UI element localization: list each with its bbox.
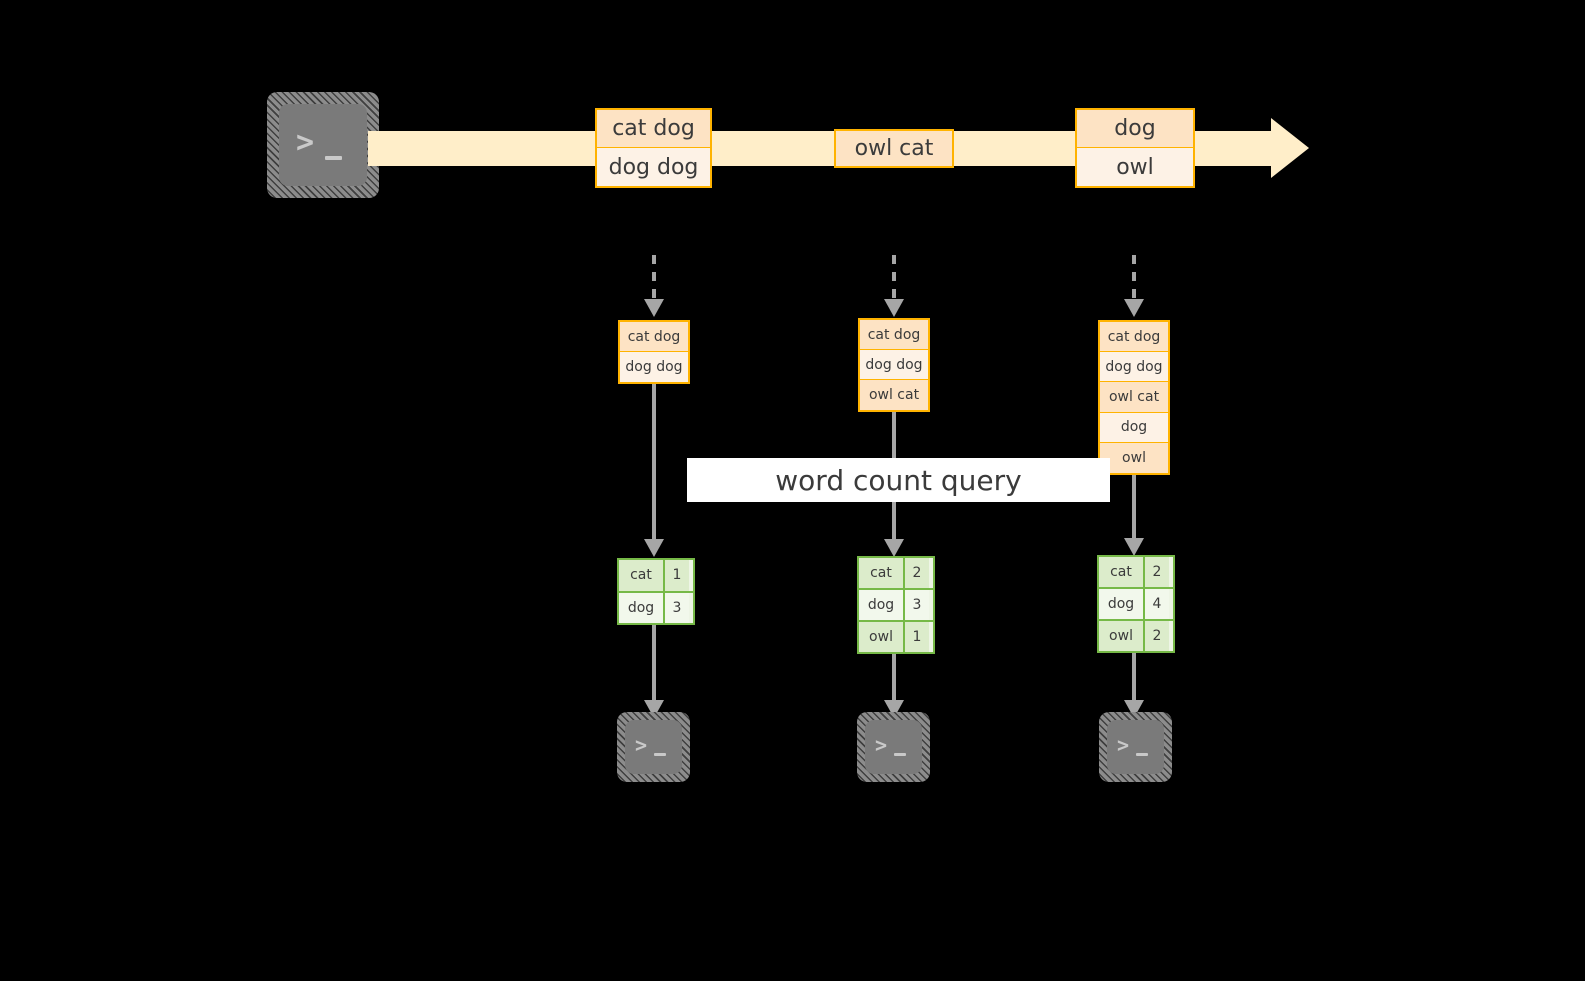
sink-terminal-icon: > [617, 712, 690, 782]
word-count-result-table[interactable]: cat 1 dog 3 [617, 558, 695, 625]
snapshot-input-line: cat dog [620, 322, 688, 352]
result-row: cat 2 [859, 558, 933, 590]
result-word-cell: cat [1099, 557, 1145, 587]
stream-event-box[interactable]: dog owl [1075, 108, 1195, 188]
terminal-face [865, 720, 922, 774]
stream-to-snapshot-arrow [884, 255, 904, 320]
terminal-face [1107, 720, 1164, 774]
result-count-cell: 2 [1145, 621, 1169, 651]
terminal-prompt-chevron: > [1117, 733, 1130, 757]
stream-event-box[interactable]: owl cat [834, 129, 954, 168]
stream-event-line: owl cat [836, 131, 952, 166]
snapshot-input-box[interactable]: cat dog dog dog owl cat dog owl [1098, 320, 1170, 475]
result-count-cell: 2 [905, 558, 929, 588]
terminal-face [625, 720, 682, 774]
result-word-cell: cat [859, 558, 905, 588]
result-count-cell: 2 [1145, 557, 1169, 587]
result-word-cell: cat [619, 560, 665, 591]
result-row: owl 2 [1099, 621, 1173, 651]
snapshot-input-line: dog dog [1100, 352, 1168, 383]
result-row: dog 4 [1099, 589, 1173, 621]
stream-event-line: owl [1077, 148, 1193, 186]
snapshot-input-box[interactable]: cat dog dog dog [618, 320, 690, 384]
result-row: dog 3 [619, 592, 693, 623]
snapshot-input-line: dog dog [860, 350, 928, 380]
snapshot-to-result-arrow [1124, 475, 1144, 559]
result-to-sink-arrow [1124, 653, 1144, 721]
terminal-cursor-underscore [1136, 753, 1148, 756]
source-terminal-icon: > [267, 92, 379, 198]
terminal-prompt-chevron: > [296, 125, 315, 160]
result-word-cell: owl [859, 622, 905, 652]
terminal-cursor-underscore [894, 753, 906, 756]
snapshot-input-line: dog [1100, 412, 1168, 443]
sink-terminal-icon: > [1099, 712, 1172, 782]
terminal-prompt-chevron: > [635, 733, 648, 757]
terminal-cursor-underscore [325, 156, 342, 160]
terminal-face [279, 104, 367, 186]
snapshot-input-line: cat dog [1100, 322, 1168, 353]
snapshot-input-line: owl cat [1100, 382, 1168, 413]
result-row: cat 2 [1099, 557, 1173, 589]
stream-to-snapshot-arrow [1124, 255, 1144, 320]
snapshot-input-line: cat dog [860, 320, 928, 350]
snapshot-input-line: owl [1100, 442, 1168, 473]
word-count-result-table[interactable]: cat 2 dog 4 owl 2 [1097, 555, 1175, 653]
snapshot-input-line: dog dog [620, 352, 688, 382]
result-row: dog 3 [859, 590, 933, 622]
word-count-result-table[interactable]: cat 2 dog 3 owl 1 [857, 556, 935, 654]
stream-event-line: cat dog [597, 110, 710, 148]
snapshot-input-box[interactable]: cat dog dog dog owl cat [858, 318, 930, 412]
result-to-sink-arrow [644, 625, 664, 721]
result-count-cell: 3 [665, 592, 689, 623]
result-row: cat 1 [619, 560, 693, 593]
terminal-prompt-chevron: > [875, 733, 888, 757]
result-count-cell: 4 [1145, 589, 1169, 619]
sink-terminal-icon: > [857, 712, 930, 782]
snapshot-input-line: owl cat [860, 380, 928, 410]
stream-to-snapshot-arrow [644, 255, 664, 320]
event-stream-arrowhead [1271, 118, 1309, 178]
result-count-cell: 1 [905, 622, 929, 652]
terminal-cursor-underscore [654, 753, 666, 756]
stream-event-line: dog dog [597, 148, 710, 186]
stream-event-box[interactable]: cat dog dog dog [595, 108, 712, 188]
result-count-cell: 3 [905, 590, 929, 620]
stream-event-line: dog [1077, 110, 1193, 148]
snapshot-to-result-arrow [644, 384, 664, 560]
result-row: owl 1 [859, 622, 933, 652]
result-word-cell: dog [1099, 589, 1145, 619]
query-label: word count query [687, 458, 1110, 502]
result-word-cell: dog [859, 590, 905, 620]
result-to-sink-arrow [884, 654, 904, 721]
result-word-cell: owl [1099, 621, 1145, 651]
result-count-cell: 1 [665, 560, 689, 591]
result-word-cell: dog [619, 592, 665, 623]
